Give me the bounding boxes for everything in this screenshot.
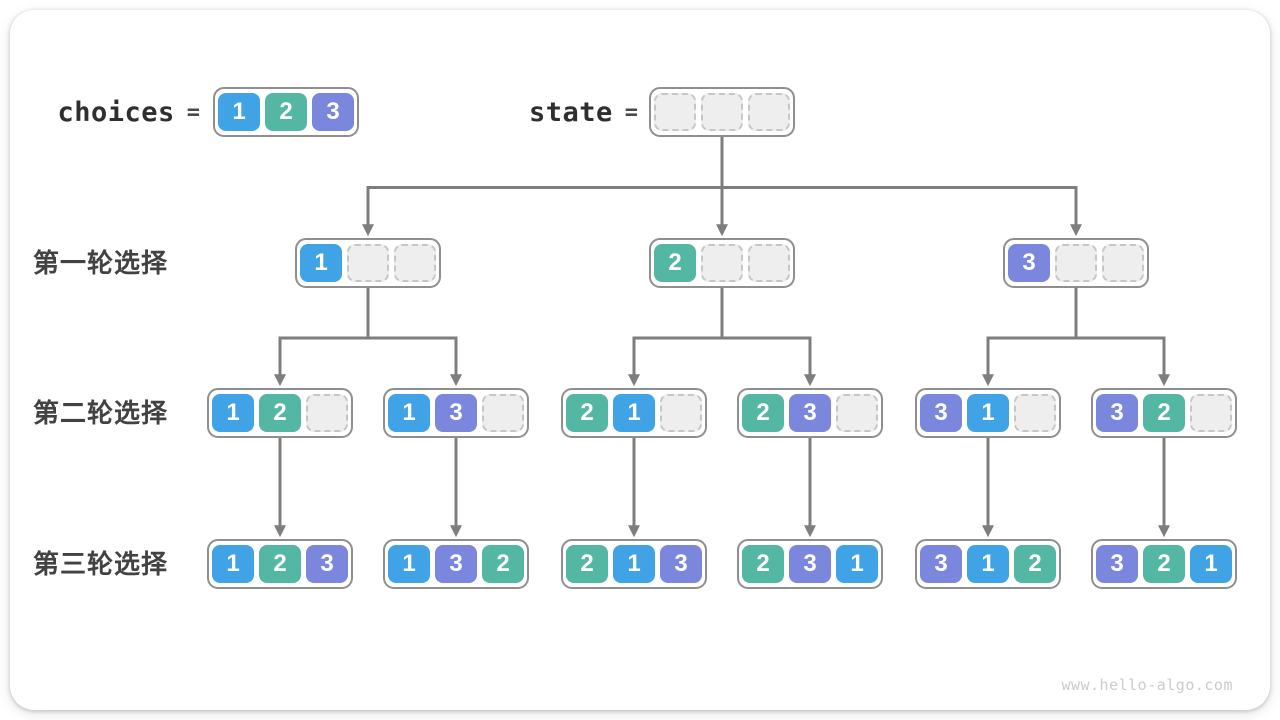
cell-value: 3 — [306, 545, 348, 583]
cell-value: 1 — [613, 394, 655, 432]
cell-empty-slot — [1190, 394, 1232, 432]
cell-value: 2 — [1143, 394, 1185, 432]
cell-value: 2 — [566, 394, 608, 432]
cell-value: 1 — [218, 93, 260, 131]
cell-value: 2 — [259, 394, 301, 432]
cell-empty-slot — [1055, 244, 1097, 282]
cell-value: 1 — [388, 545, 430, 583]
cell-value: 3 — [789, 545, 831, 583]
cell-value: 2 — [1014, 545, 1056, 583]
cell-value: 2 — [265, 93, 307, 131]
cell-empty-slot — [306, 394, 348, 432]
cell-value: 1 — [613, 545, 655, 583]
cell-value: 1 — [967, 545, 1009, 583]
watermark: www.hello-algo.com — [1061, 676, 1233, 694]
round-3-label: 第三轮选择 — [33, 549, 169, 579]
cell-value: 1 — [212, 545, 254, 583]
state-box-n3: 3 — [1003, 238, 1149, 288]
cell-value: 2 — [654, 244, 696, 282]
cell-value: 3 — [920, 545, 962, 583]
round-1-label: 第一轮选择 — [33, 248, 169, 278]
cell-value: 3 — [920, 394, 962, 432]
cell-value: 3 — [1096, 394, 1138, 432]
cell-empty-slot — [1102, 244, 1144, 282]
cell-value: 1 — [300, 244, 342, 282]
cell-value: 1 — [388, 394, 430, 432]
cell-empty-slot — [660, 394, 702, 432]
choices-header: choices = — [40, 87, 200, 137]
state-label: state — [528, 96, 613, 128]
cell-value: 2 — [742, 394, 784, 432]
choices-label: choices — [57, 96, 175, 128]
choices-equals-sign: = — [186, 99, 200, 125]
cell-empty-slot — [836, 394, 878, 432]
cell-value: 3 — [660, 545, 702, 583]
cell-value: 2 — [482, 545, 524, 583]
cell-empty-slot — [347, 244, 389, 282]
cell-value: 2 — [566, 545, 608, 583]
cell-value: 1 — [1190, 545, 1232, 583]
state-box-n1: 1 — [295, 238, 441, 288]
cell-empty-slot — [748, 93, 790, 131]
cell-value: 2 — [1143, 545, 1185, 583]
state-equals-sign: = — [624, 99, 638, 125]
cell-value: 1 — [836, 545, 878, 583]
state-array — [649, 87, 795, 137]
cell-value: 1 — [212, 394, 254, 432]
round-2-label: 第二轮选择 — [33, 398, 169, 428]
cell-empty-slot — [654, 93, 696, 131]
cell-empty-slot — [394, 244, 436, 282]
cell-value: 3 — [1096, 545, 1138, 583]
cell-empty-slot — [1014, 394, 1056, 432]
cell-value: 3 — [789, 394, 831, 432]
cell-value: 2 — [259, 545, 301, 583]
cell-empty-slot — [482, 394, 524, 432]
cell-value: 3 — [1008, 244, 1050, 282]
cell-value: 3 — [435, 394, 477, 432]
cell-value: 1 — [967, 394, 1009, 432]
cell-value: 3 — [312, 93, 354, 131]
state-header: state = — [478, 87, 638, 137]
state-box-n2: 2 — [649, 238, 795, 288]
cell-value: 2 — [742, 545, 784, 583]
cell-empty-slot — [701, 244, 743, 282]
cell-value: 3 — [435, 545, 477, 583]
cell-empty-slot — [748, 244, 790, 282]
cell-empty-slot — [701, 93, 743, 131]
